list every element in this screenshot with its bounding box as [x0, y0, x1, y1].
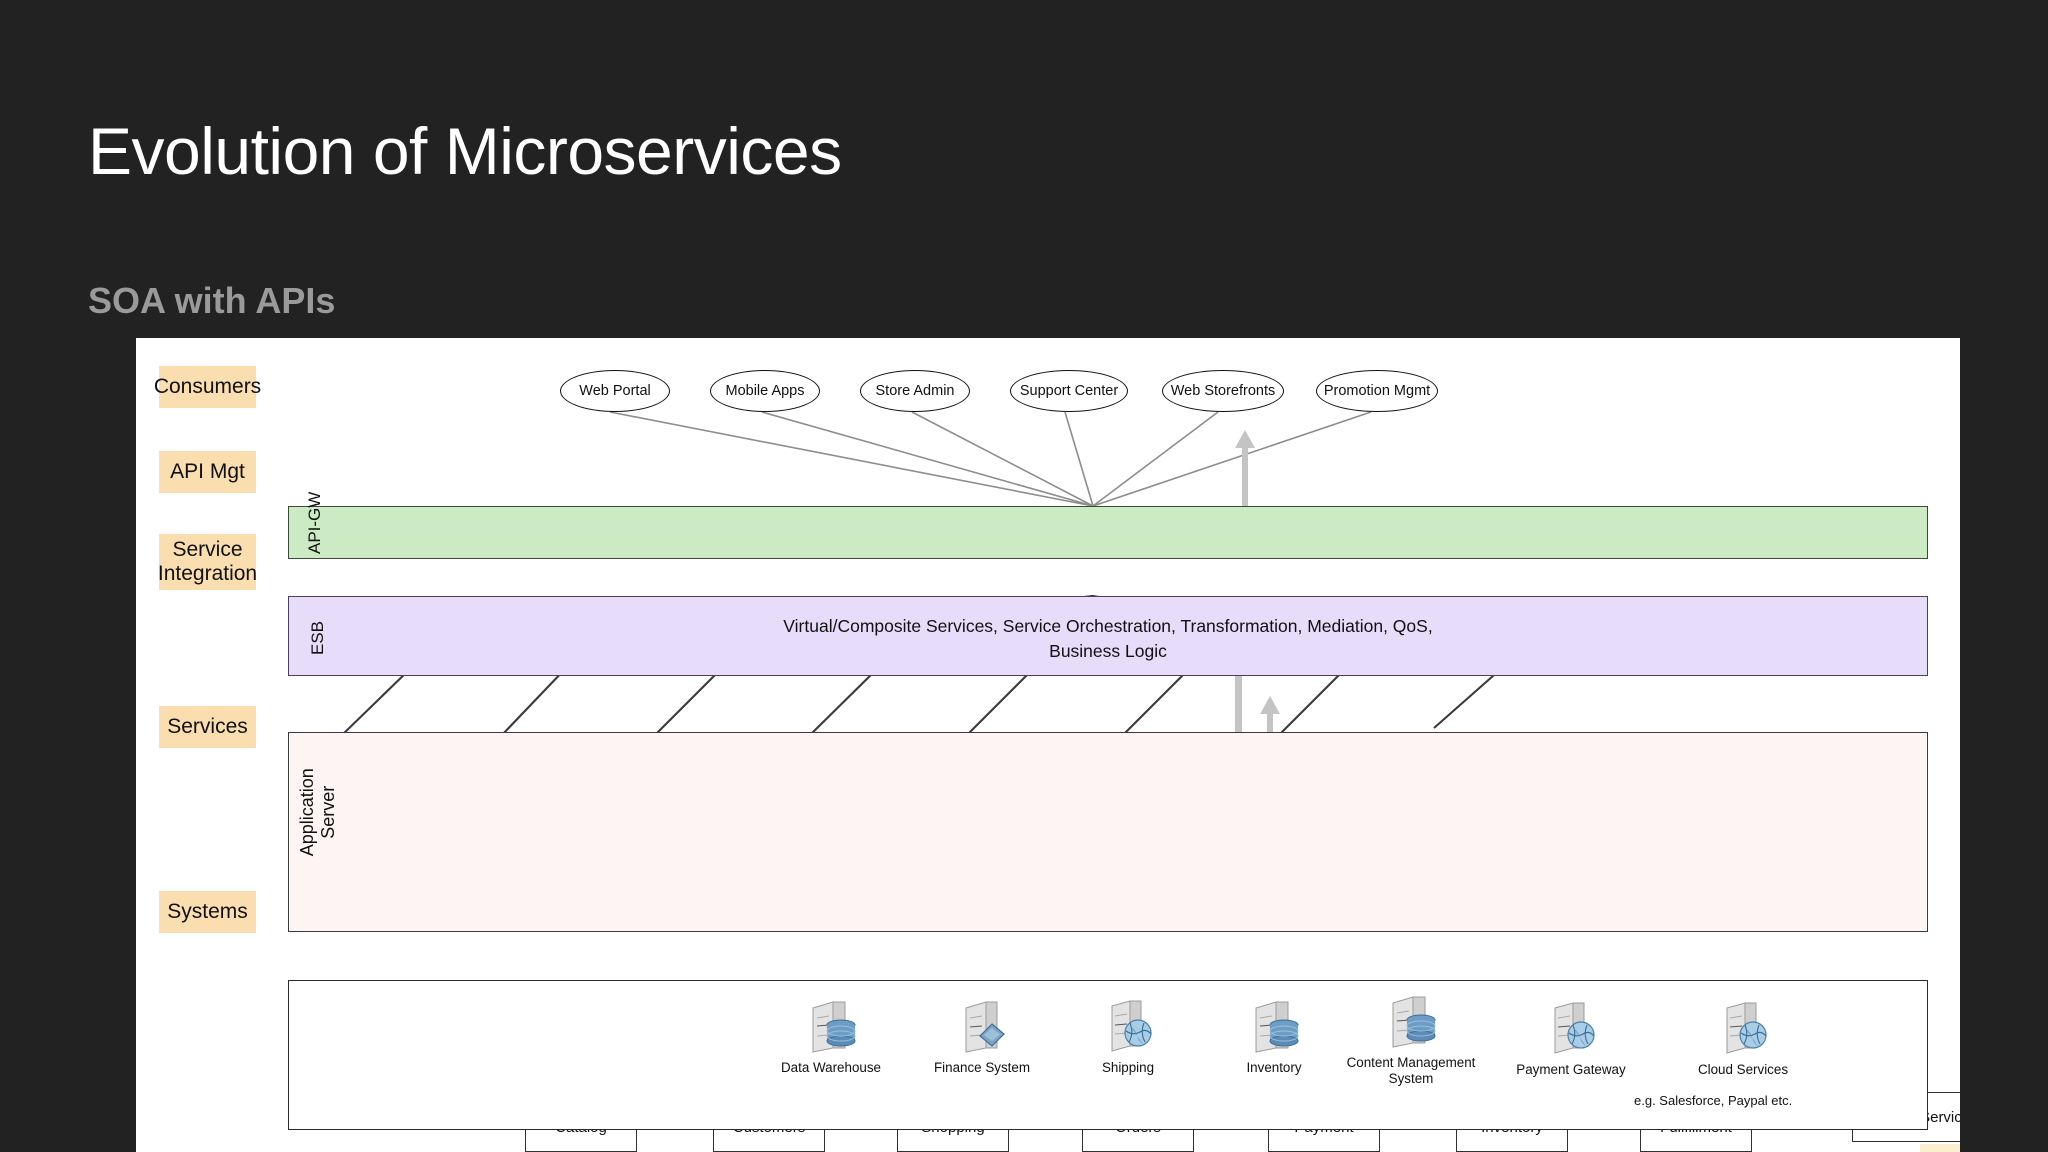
server-globe-icon	[1543, 1000, 1599, 1058]
system-label: Inventory	[1246, 1060, 1302, 1075]
system-data-warehouse[interactable]: Data Warehouse	[756, 998, 906, 1076]
consumer-mobile-apps[interactable]: Mobile Apps	[710, 370, 820, 412]
system-content-management-system[interactable]: Content Management System	[1336, 993, 1486, 1087]
page-title: Evolution of Microservices	[88, 114, 842, 188]
system-label: Data Warehouse	[781, 1060, 881, 1075]
system-label: Finance System	[933, 1060, 1030, 1075]
systems-footnote: e.g. Salesforce, Paypal etc.	[1634, 1093, 1793, 1108]
services-band: Application Server	[288, 732, 1928, 932]
consumer-web-portal[interactable]: Web Portal	[560, 370, 670, 412]
systems-band	[288, 980, 1928, 1130]
consumer-promotion-mgmt[interactable]: Promotion Mgmt	[1316, 370, 1438, 412]
server-database-icon	[1383, 993, 1439, 1051]
system-label: Content Management System	[1346, 1055, 1476, 1087]
diagram-canvas: Consumers API Mgt Service Integration Se…	[136, 338, 1960, 1152]
server-database-icon	[803, 998, 859, 1056]
page-subtitle: SOA with APIs	[88, 280, 336, 321]
consumer-web-storefronts[interactable]: Web Storefronts	[1162, 370, 1284, 412]
api-gateway-band: API-GW	[288, 492, 1928, 559]
system-label: Cloud Services	[1697, 1062, 1789, 1077]
consumer-store-admin[interactable]: Store Admin	[860, 370, 970, 412]
system-inventory[interactable]: Inventory	[1199, 998, 1349, 1076]
system-cloud-services[interactable]: Cloud Services	[1668, 1000, 1818, 1078]
esb-description-line1: Virtual/Composite Services, Service Orch…	[783, 616, 1433, 636]
row-label-service-integration: Service Integration	[158, 534, 257, 590]
system-label: Payment Gateway	[1516, 1062, 1626, 1077]
system-shipping[interactable]: Shipping	[1053, 998, 1203, 1076]
row-label-services: Services	[159, 706, 256, 748]
server-globe-icon	[1715, 1000, 1771, 1058]
system-label: Shipping	[1101, 1060, 1155, 1075]
system-finance-system[interactable]: Finance System	[907, 998, 1057, 1076]
server-database-icon	[1246, 998, 1302, 1056]
application-server-side-label: Application Server	[296, 768, 338, 857]
esb-description-line2: Business Logic	[1049, 641, 1167, 661]
server-globe-icon	[1100, 998, 1156, 1056]
service-note-customer-service: Self-service Returns Exchanges Shipment …	[1920, 1144, 1960, 1152]
api-gw-side-label: API-GW	[305, 491, 324, 554]
consumer-support-center[interactable]: Support Center	[1010, 370, 1128, 412]
server-diamond-icon	[954, 998, 1010, 1056]
row-label-consumers: Consumers	[154, 366, 261, 408]
esb-band: ESB Virtual/Composite Services, Service …	[288, 596, 1928, 676]
row-label-systems: Systems	[159, 891, 256, 933]
system-payment-gateway[interactable]: Payment Gateway	[1496, 1000, 1646, 1078]
row-label-api-mgt: API Mgt	[159, 451, 256, 493]
